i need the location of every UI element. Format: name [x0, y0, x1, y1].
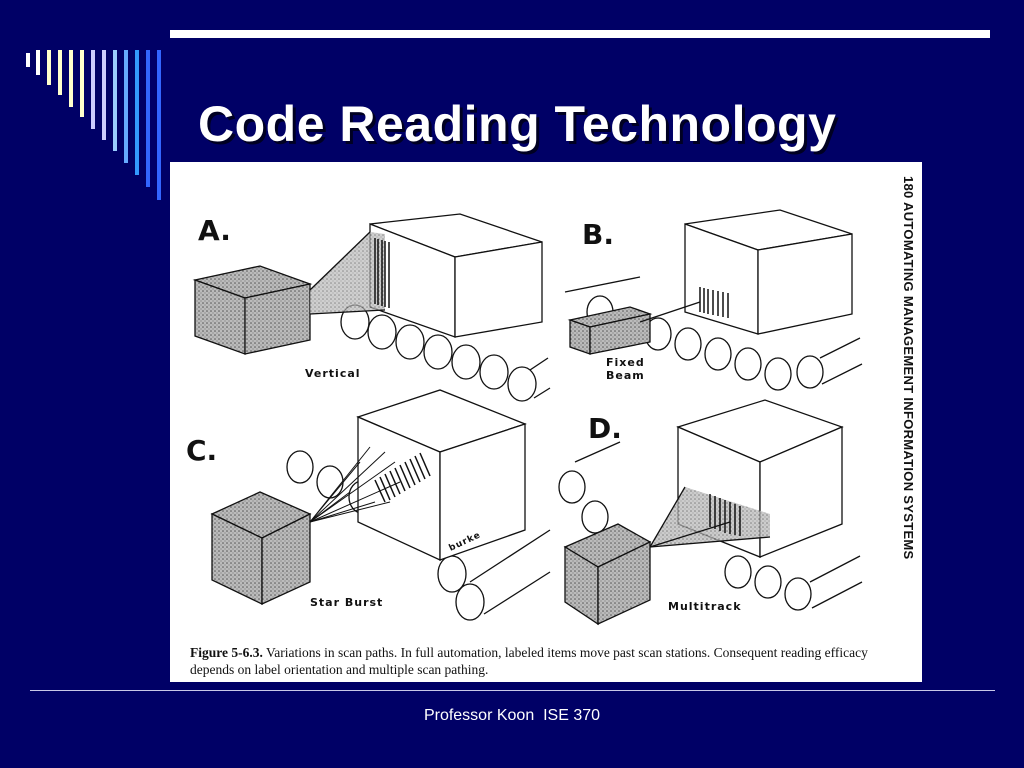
panel-b-letter: B. [582, 218, 614, 251]
figure-illustration [192, 209, 863, 626]
figure-caption: Figure 5-6.3. Variations in scan paths. … [190, 644, 890, 678]
panel-d-letter: D. [588, 412, 622, 445]
bottom-rule [30, 690, 995, 691]
book-running-header: 180 AUTOMATING MANAGEMENT INFORMATION SY… [896, 176, 916, 636]
panel-c-letter: C. [186, 434, 218, 467]
top-rule [170, 30, 990, 38]
slide-title: Code Reading Technology [198, 96, 837, 152]
panel-d-label: Multitrack [668, 600, 742, 613]
running-header-text: 180 AUTOMATING MANAGEMENT INFORMATION SY… [901, 176, 916, 560]
slide-footer: Professor Koon ISE 370 [423, 707, 601, 724]
panel-b-label: Fixed Beam [606, 356, 645, 382]
panel-a-label: Vertical [305, 367, 361, 380]
caption-text: Variations in scan paths. In full automa… [190, 645, 868, 677]
panel-c-label: Star Burst [310, 596, 384, 609]
caption-label: Figure 5-6.3. [190, 645, 263, 660]
scan-paths-figure: A. Vertical B. Fixed Beam C. Star Burst … [170, 162, 922, 682]
decorative-stripes [26, 50, 161, 200]
panel-a-letter: A. [198, 214, 231, 247]
